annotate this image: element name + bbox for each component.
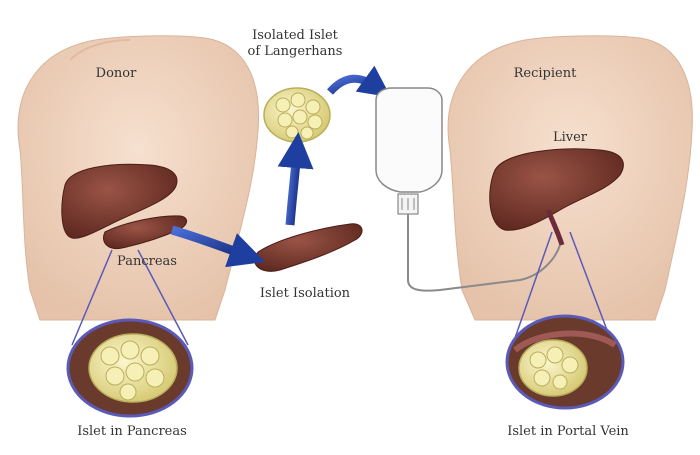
islet-in-pancreas-label: Islet in Pancreas: [77, 424, 187, 439]
donor-liver: [61, 163, 178, 239]
arrow-icon: [170, 225, 266, 268]
recipient-label: Recipient: [513, 66, 577, 81]
islet-in-pancreas-zoom: [66, 318, 194, 418]
islet-in-portal-vein-label: Islet in Portal Vein: [507, 424, 629, 439]
iv-bag-icon: [375, 87, 561, 292]
isolated-islet-label-line1: Isolated Islet: [252, 28, 338, 43]
pancreas-label: Pancreas: [117, 254, 177, 269]
liver-label: Liver: [552, 130, 588, 145]
islet-in-portal-vein-zoom: [505, 314, 625, 410]
recipient-liver: [489, 148, 624, 231]
arrow-icon: [277, 132, 314, 226]
islet-isolation-label: Islet Isolation: [259, 286, 351, 301]
isolated-islet-label-line2: of Langerhans: [247, 44, 343, 59]
portal-vein: [545, 209, 565, 246]
arrow-icon: [327, 65, 391, 98]
isolated-pancreas: [254, 223, 363, 272]
isolated-islet-cluster: [263, 87, 331, 143]
donor-label: Donor: [95, 66, 137, 81]
